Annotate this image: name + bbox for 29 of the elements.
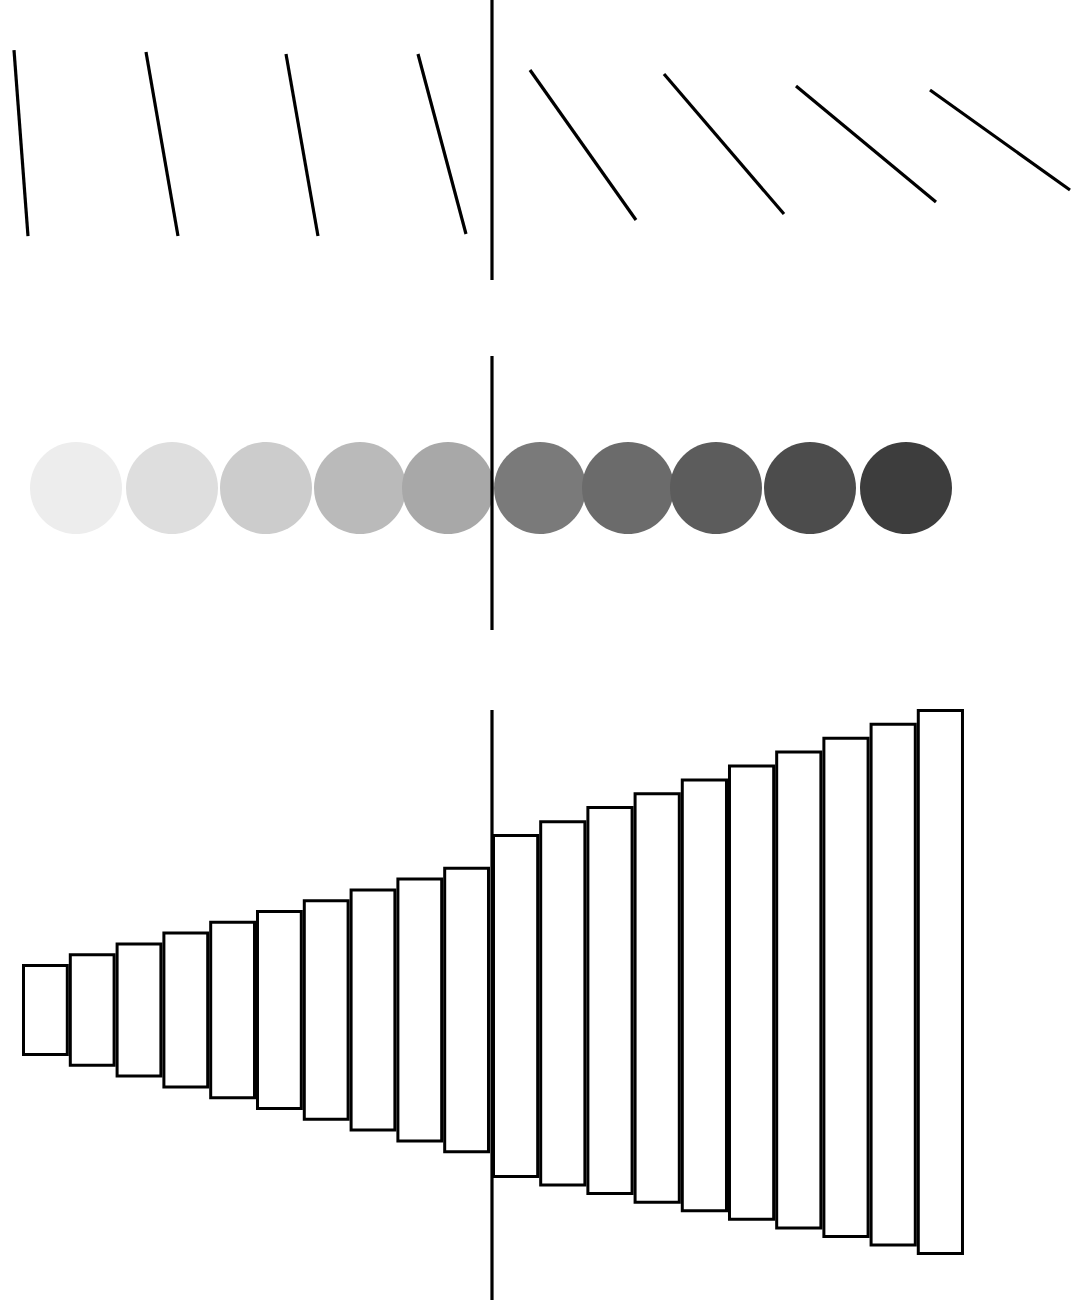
bar [680,778,728,1213]
bar [209,920,256,1100]
bar [633,792,681,1204]
bar [728,764,776,1221]
shaded-circle [582,442,674,534]
bar [443,866,490,1154]
bar [302,899,350,1121]
bar [492,834,540,1178]
shaded-circle [670,442,762,534]
bar [22,964,69,1056]
bar [916,708,964,1256]
shaded-circle [314,442,406,534]
bar [396,877,444,1143]
shaded-circle [402,442,494,534]
shaded-circle [764,442,856,534]
shaded-circle [494,442,586,534]
shaded-circle [860,442,952,534]
bar [115,942,163,1078]
shaded-circle [220,442,312,534]
bar [539,820,587,1187]
bar [869,722,917,1247]
bar [775,750,823,1230]
bar [68,953,116,1067]
bar [586,806,634,1196]
bar [256,910,303,1110]
bar [162,931,210,1089]
shaded-circle [126,442,218,534]
bar [349,888,397,1132]
bar [822,736,870,1238]
